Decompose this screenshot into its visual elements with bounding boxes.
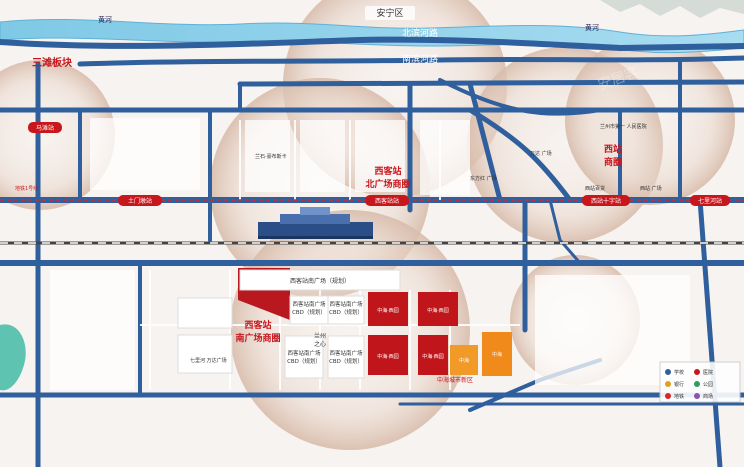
district-anning-label: 安宁区 <box>376 7 403 19</box>
svg-text:西站十字站: 西站十字站 <box>591 197 621 205</box>
svg-text:西客站南广场: 西客站南广场 <box>287 349 321 357</box>
zhonghai-label: 中海城市新区 <box>437 376 473 384</box>
block-red-4 <box>418 335 448 375</box>
district-banner: 安宁区 <box>365 6 415 20</box>
svg-text:商圈: 商圈 <box>604 156 622 168</box>
block-white-3 <box>284 335 324 379</box>
svg-text:西客站: 西客站 <box>244 319 271 331</box>
svg-text:土门墩站: 土门墩站 <box>128 197 152 205</box>
road-label-nanbinhe: 南滨河路 <box>402 53 438 65</box>
halo-east-2 <box>565 35 735 205</box>
station-tumenduo: 土门墩站 <box>118 195 162 206</box>
svg-text:CBD（规划）: CBD（规划） <box>329 308 363 316</box>
mountain-illustration <box>600 0 744 18</box>
region-label-xizhan: 西站 商圈 <box>604 143 622 168</box>
svg-text:中海·西园: 中海·西园 <box>427 307 449 314</box>
svg-text:西站 广场: 西站 广场 <box>640 185 662 192</box>
svg-text:之心: 之心 <box>314 340 326 348</box>
road-d1 <box>467 107 573 203</box>
svg-text:中海·西园: 中海·西园 <box>377 307 399 314</box>
block-white-5 <box>177 297 233 329</box>
svg-text:地铁: 地铁 <box>674 393 684 400</box>
metro-note: 地铁1号线 <box>15 185 38 192</box>
svg-text:学校: 学校 <box>674 369 684 376</box>
block-white-2 <box>327 295 365 325</box>
road-beibinhe <box>0 36 744 52</box>
svg-text:中海: 中海 <box>492 351 502 358</box>
road-v6 <box>467 81 503 203</box>
svg-text:北广场商圈: 北广场商圈 <box>365 178 410 190</box>
svg-text:中海·西园: 中海·西园 <box>422 353 444 360</box>
svg-text:医院: 医院 <box>703 369 713 376</box>
road-label-beibinhe: 北滨河路 <box>402 27 438 39</box>
river-label-top: 黄河 <box>98 15 112 24</box>
svg-text:南广场商圈: 南广场商圈 <box>235 332 280 344</box>
road-nanbinhe <box>77 55 744 67</box>
svg-text:中海: 中海 <box>459 357 469 364</box>
block-red-2 <box>418 292 458 326</box>
station-majiaping: 马滩站 <box>28 122 62 133</box>
block-white-4 <box>327 335 365 379</box>
svg-text:东方红 广场: 东方红 广场 <box>470 175 497 182</box>
svg-text:兰州市第一 人民医院: 兰州市第一 人民医院 <box>600 123 647 130</box>
block-white-1 <box>289 295 329 325</box>
station-xizhan-shizi: 西站十字站 <box>582 195 630 206</box>
project-markers: 中海·西园 中海·西园 中海·西园 中海·西园 中海 中海 <box>377 307 502 364</box>
svg-text:CBD（规划）: CBD（规划） <box>292 308 326 316</box>
river-label-right: 黄河 <box>585 23 599 32</box>
road-d4 <box>548 198 582 265</box>
station-qilihe: 七里河站 <box>690 195 730 206</box>
block-red-3 <box>368 335 408 375</box>
block-square <box>239 269 401 291</box>
road-d2 <box>438 78 602 116</box>
svg-text:西客站: 西客站 <box>374 165 401 177</box>
block-orange-2 <box>482 332 512 376</box>
station-xike: 西客站站 <box>365 195 409 206</box>
xike-square-plan-label: 西客站南广场（规划） <box>290 277 350 285</box>
svg-text:公园: 公园 <box>703 382 713 388</box>
svg-text:CBD（规划）: CBD（规划） <box>287 357 321 365</box>
region-label-xike-north: 西客站 北广场商圈 <box>365 165 410 190</box>
region-label-sanxiaban: 三滩板块 <box>32 56 73 69</box>
halo-left <box>0 60 115 210</box>
svg-text:西客站南广场: 西客站南广场 <box>329 349 363 357</box>
svg-text:西客站南广场: 西客站南广场 <box>329 300 363 308</box>
city-blocks <box>50 118 690 390</box>
svg-text:CBD（规划）: CBD（规划） <box>329 357 363 365</box>
svg-text:西站百货: 西站百货 <box>585 185 605 192</box>
poi-labels: 兰石·豪布斯卡 兰州市第一 人民医院 西站百货 万达 广场 东方红 广场 七里河… <box>190 123 662 364</box>
legend: 学校 医院 银行 公园 地铁 商场 <box>659 361 741 403</box>
svg-text:兰州: 兰州 <box>314 332 326 340</box>
svg-text:西客站南广场: 西客站南广场 <box>292 300 326 308</box>
svg-text:万达 广场: 万达 广场 <box>530 150 552 157</box>
xike-station-building <box>258 207 373 239</box>
svg-text:西站: 西站 <box>604 143 622 155</box>
svg-text:马滩站: 马滩站 <box>36 124 54 132</box>
svg-text:七里河 万达广场: 七里河 万达广场 <box>190 357 227 364</box>
block-red-1 <box>368 292 408 326</box>
park-area <box>0 324 26 391</box>
svg-text:七里河站: 七里河站 <box>698 197 722 205</box>
svg-text:中海·西园: 中海·西园 <box>377 353 399 360</box>
svg-text:银行: 银行 <box>674 381 684 388</box>
region-label-xike-south: 西客站 南广场商圈 <box>235 319 280 344</box>
south-plaza-blocks <box>177 268 512 379</box>
road-h1 <box>237 79 744 87</box>
lanzhou-heart-label: 兰州 之心 <box>314 332 326 348</box>
svg-text:兰石·豪布斯卡: 兰石·豪布斯卡 <box>255 153 287 160</box>
block-orange-1 <box>450 345 478 375</box>
block-white-6 <box>177 334 233 374</box>
svg-text:西客站站: 西客站站 <box>375 197 399 205</box>
svg-text:商场: 商场 <box>703 393 713 400</box>
